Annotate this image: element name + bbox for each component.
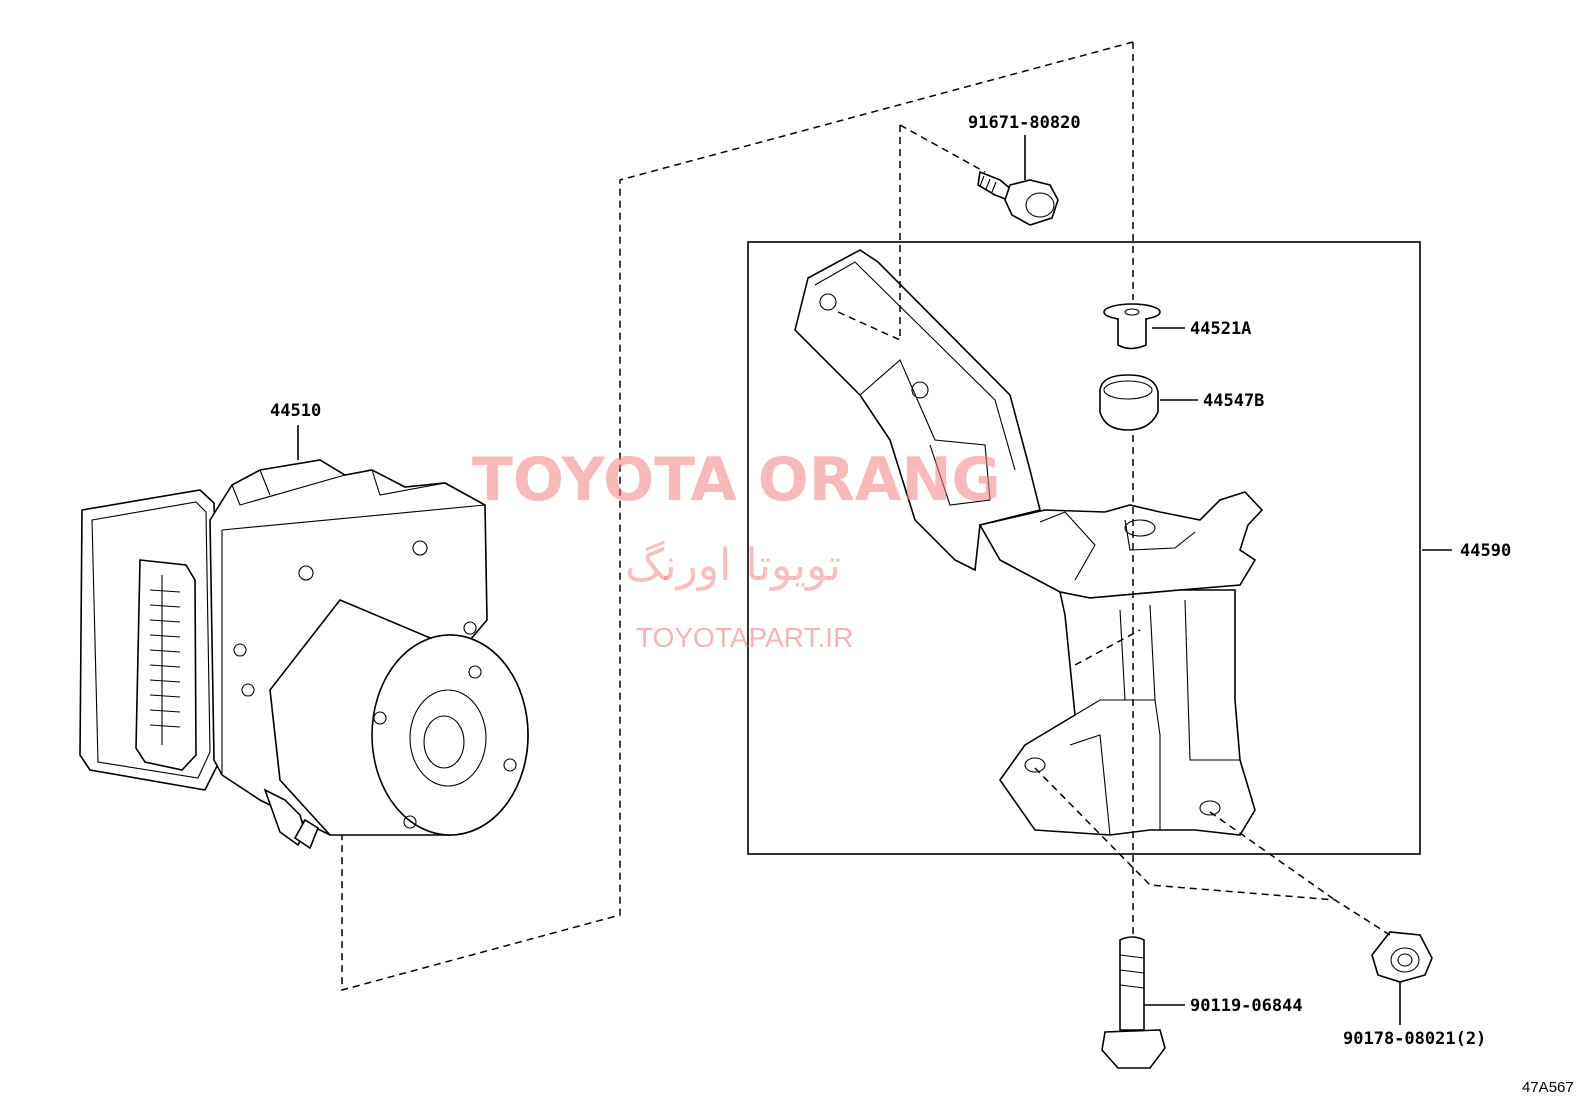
label-collar: 44521A xyxy=(1190,319,1251,339)
figure-code: 47A567 xyxy=(1522,1079,1574,1096)
watermark-farsi: تویوتا اورنگ xyxy=(625,540,841,591)
abs-bracket xyxy=(794,249,1264,836)
abs-actuator xyxy=(79,459,529,850)
leader-lines xyxy=(297,135,1452,1025)
watermark-url: TOYOTAPART.IR xyxy=(636,622,853,653)
label-nut: 90178-08021(2) xyxy=(1343,1029,1486,1049)
label-cushion: 44547B xyxy=(1203,391,1264,411)
label-bolt-bottom: 90119-06844 xyxy=(1190,996,1303,1016)
cushion-part xyxy=(1099,374,1159,431)
assembly-lines xyxy=(837,42,1391,936)
label-bracket-assy: 44590 xyxy=(1460,541,1511,561)
collar-part xyxy=(1103,303,1161,350)
flange-nut xyxy=(1371,931,1433,983)
label-bolt-top: 91671-80820 xyxy=(968,113,1081,133)
alignment-plane xyxy=(341,41,1134,991)
watermark-title: TOYOTA ORANG xyxy=(472,445,1001,515)
label-actuator: 44510 xyxy=(270,401,321,421)
bracket-assembly-box xyxy=(747,241,1421,855)
top-bolt xyxy=(977,170,1059,226)
watermark: TOYOTA ORANG تویوتا اورنگ TOYOTAPART.IR xyxy=(472,445,1001,653)
bottom-bolt xyxy=(1101,936,1166,1069)
